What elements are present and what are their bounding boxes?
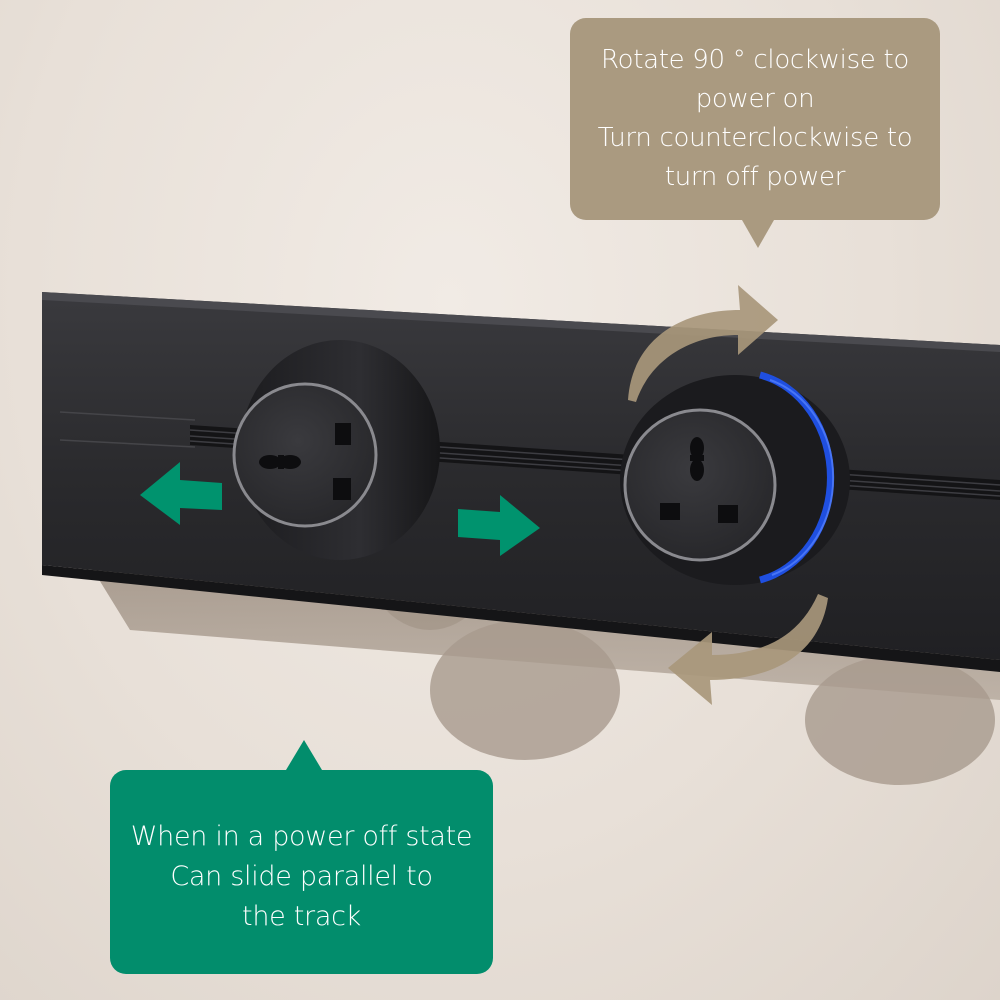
rotate-callout-line-4: turn off power (664, 162, 846, 192)
slide-callout-line-3: the track (242, 901, 361, 932)
rotate-clockwise-arrow-icon (628, 285, 778, 402)
slide-left-arrow-icon (140, 462, 222, 525)
rotate-callout-line-1: Rotate 90 ° clockwise to (601, 45, 909, 75)
slide-instruction-callout: When in a power off state Can slide para… (110, 740, 493, 974)
slide-callout-line-2: Can slide parallel to (170, 861, 433, 892)
right-socket[interactable] (620, 371, 850, 585)
slide-right-arrow-icon (458, 495, 540, 556)
left-socket[interactable] (232, 340, 440, 560)
slide-callout-line-1: When in a power off state (130, 821, 473, 852)
rotate-counterclockwise-arrow-icon (668, 594, 828, 705)
rotate-instruction-callout: Rotate 90 ° clockwise to power on Turn c… (570, 18, 940, 248)
socket-holes-left (259, 423, 351, 500)
rotate-callout-line-3: Turn counterclockwise to (597, 123, 913, 153)
socket-holes-right (660, 437, 738, 523)
rotate-callout-line-2: power on (695, 84, 815, 114)
